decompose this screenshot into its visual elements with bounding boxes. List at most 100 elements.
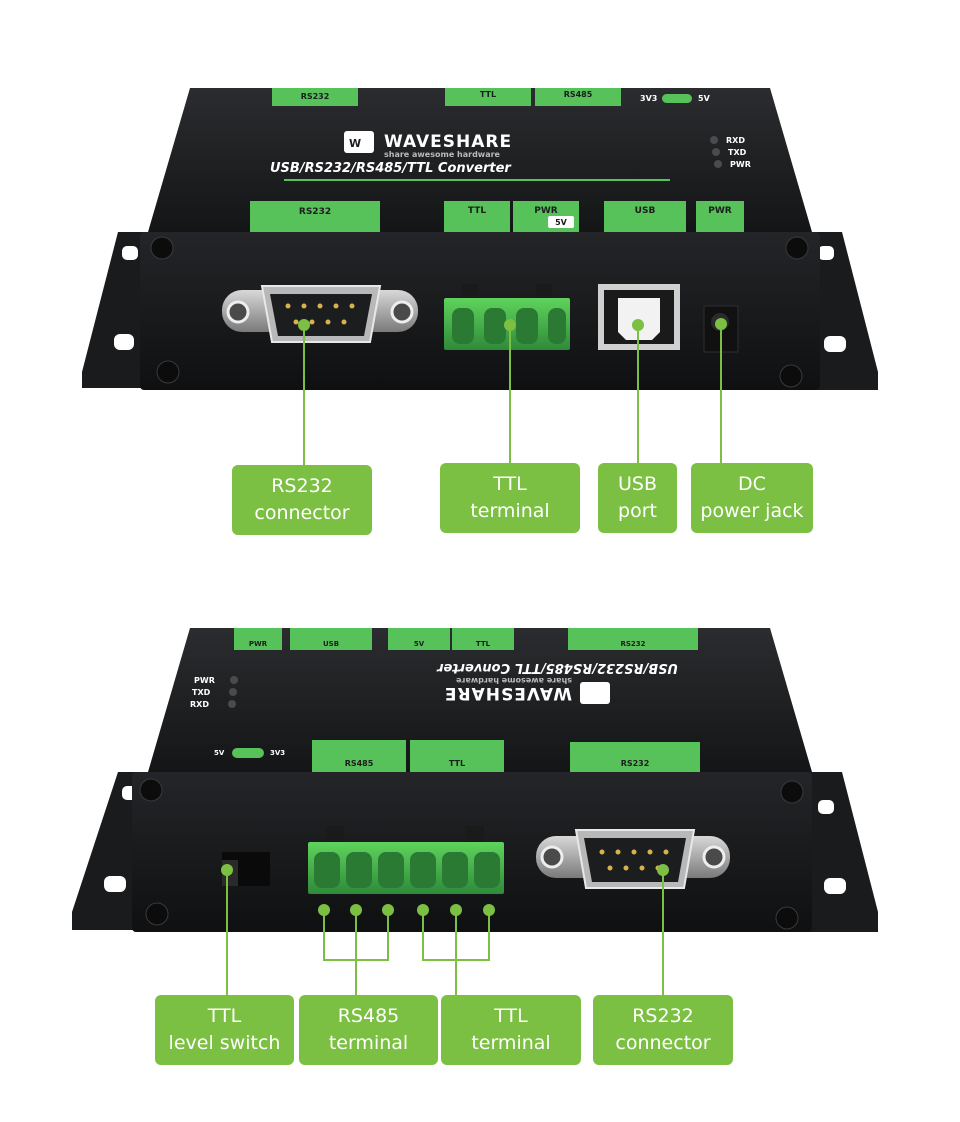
led-label: TXD <box>192 688 211 697</box>
top-label-pwr <box>234 628 282 650</box>
led-label: TXD <box>728 148 747 157</box>
callout-line1: TTL <box>494 1005 528 1027</box>
top-label-usb-text: USB <box>323 640 339 648</box>
brand-logo: W WAVESHARE share awesome hardware <box>344 131 512 159</box>
leader-dots <box>221 318 727 916</box>
led-pwr-icon <box>714 160 722 168</box>
led-pwr-icon <box>230 676 238 684</box>
led-label: RXD <box>190 700 209 709</box>
left-flange <box>82 232 150 388</box>
product-name: USB/RS232/RS485/TTL Converter <box>436 660 678 675</box>
top-label-rs232-back <box>568 628 698 650</box>
brand-name: WAVESHARE <box>384 132 512 152</box>
top-label-rs485-text: RS485 <box>564 90 593 99</box>
brand-slogan: share awesome hardware <box>455 676 572 685</box>
right-flange <box>808 232 878 390</box>
flange-hole <box>104 876 126 892</box>
brand-name: WAVESHARE <box>444 683 572 703</box>
callout-line1: USB <box>617 473 657 495</box>
callout-line1: RS232 <box>632 1005 694 1027</box>
led-label: PWR <box>194 676 215 685</box>
callout-dc-power-jack: DC power jack <box>691 463 813 533</box>
left-flange <box>72 772 150 930</box>
led-rxd-icon <box>710 136 718 144</box>
front-label-ttl-text: TTL <box>468 206 486 216</box>
logo-mark: W <box>349 137 361 150</box>
front-label-rs232-text: RS232 <box>621 759 650 768</box>
flange-hole <box>824 336 846 352</box>
led-indicators: PWR TXD RXD <box>190 676 238 709</box>
front-label-rs232-text: RS232 <box>299 207 331 217</box>
pwr-value-text: 5V <box>555 218 568 227</box>
top-face <box>148 88 812 232</box>
callout-line2: connector <box>254 502 350 524</box>
voltage-switch <box>232 748 264 758</box>
brand-slogan: share awesome hardware <box>384 150 501 159</box>
top-label-usb <box>290 628 372 650</box>
front-label-rs485-text: RS485 <box>345 759 374 768</box>
voltage-high-label: 5V <box>214 749 225 757</box>
leader-lines <box>226 324 722 995</box>
front-label-power-text: PWR <box>708 206 732 216</box>
voltage-high-label: 5V <box>698 94 711 103</box>
flange-hole <box>122 246 138 260</box>
flange-hole <box>824 878 846 894</box>
callout-line2: level switch <box>168 1032 281 1054</box>
top-label-ttl-back-text: TTL <box>476 640 491 648</box>
led-txd-icon <box>712 148 720 156</box>
front-label-rs232 <box>250 201 380 232</box>
callout-line2: port <box>618 500 657 522</box>
front-label-ttl <box>410 740 504 772</box>
callout-line1: TTL <box>493 473 527 495</box>
rs485-ttl-terminal-block <box>308 826 504 894</box>
callout-line1: TTL <box>207 1005 242 1027</box>
callout-line1: RS485 <box>337 1005 400 1027</box>
pwr-value-box <box>548 216 574 228</box>
callout-line2: power jack <box>700 500 804 522</box>
top-label-ttl-text: TTL <box>480 90 496 99</box>
led-rxd-icon <box>228 700 236 708</box>
voltage-low-label: 3V3 <box>640 94 657 103</box>
top-label-pwr-value <box>388 628 450 650</box>
flange-hole <box>114 334 134 350</box>
callout-line2: terminal <box>328 1032 409 1054</box>
callout-rs485-terminal: RS485 terminal <box>299 995 438 1065</box>
front-label-rs485 <box>312 740 406 772</box>
right-flange <box>808 772 878 932</box>
callout-line2: terminal <box>470 500 550 522</box>
callout-ttl-level-switch: TTL level switch <box>155 995 294 1065</box>
top-label-pwr-text: PWR <box>249 640 268 648</box>
screw-icons <box>150 236 809 388</box>
front-label-ttl-text: TTL <box>449 759 465 768</box>
product-name: USB/RS232/RS485/TTL Converter <box>270 161 512 176</box>
front-label-rs232 <box>570 742 700 772</box>
front-label-usb-text: USB <box>635 206 656 216</box>
flange-hole <box>818 800 834 814</box>
logo-badge-icon <box>580 682 610 704</box>
top-label-ttl-back <box>452 628 514 650</box>
callout-line1: DC <box>738 473 766 495</box>
top-label-rs232-back-text: RS232 <box>620 640 645 648</box>
top-face <box>148 628 812 772</box>
front-label-power <box>696 201 744 232</box>
callout-ttl-terminal: TTL terminal <box>440 463 580 533</box>
callout-ttl-terminal-bottom: TTL terminal <box>441 995 581 1065</box>
top-label-rs232 <box>272 88 358 106</box>
callout-line2: connector <box>615 1032 711 1054</box>
flange-hole <box>818 246 834 260</box>
callout-usb-port: USB port <box>598 463 677 533</box>
callout-rs232-connector: RS232 connector <box>232 465 372 535</box>
db9-connector <box>536 829 730 889</box>
led-txd-icon <box>229 688 237 696</box>
top-label-rs485 <box>535 88 621 106</box>
callout-line2: terminal <box>471 1032 551 1054</box>
front-label-usb <box>604 201 686 232</box>
led-label: RXD <box>726 136 745 145</box>
top-label-pwr-value-text: 5V <box>414 640 425 648</box>
callout-rs232-connector-bottom: RS232 connector <box>593 995 733 1065</box>
voltage-switch <box>662 94 692 103</box>
top-label-ttl <box>445 88 531 106</box>
callout-line1: RS232 <box>271 475 333 497</box>
